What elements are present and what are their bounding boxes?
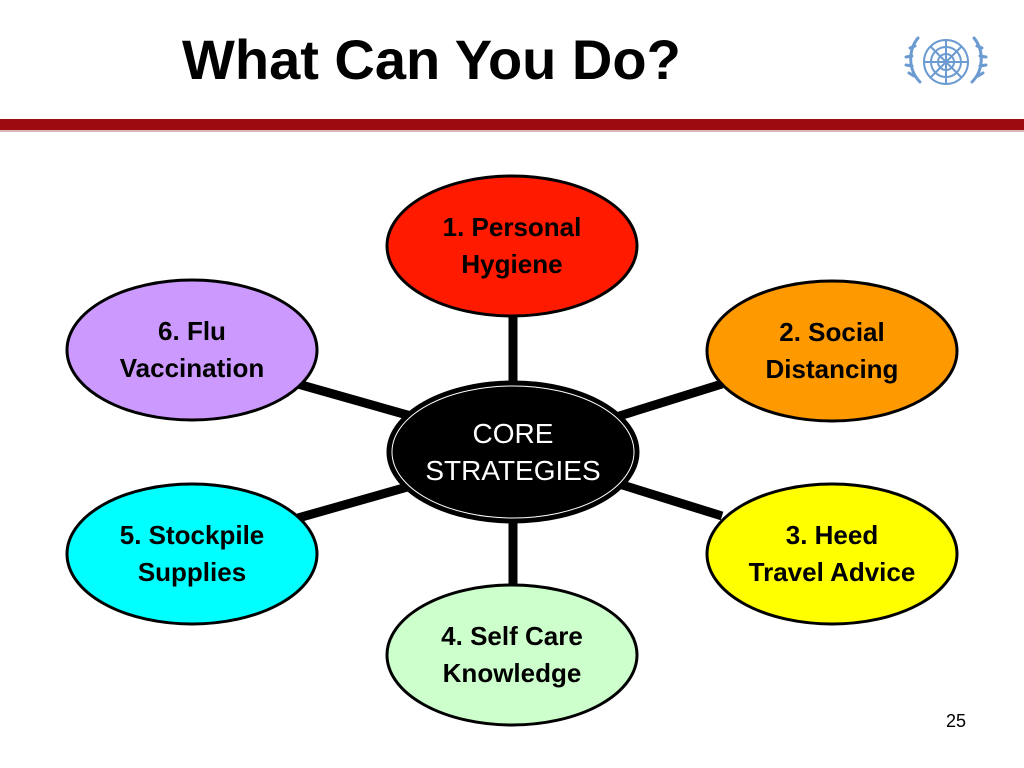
node-flu-vaccination	[65, 278, 319, 422]
node-heed-travel-advice	[705, 482, 959, 626]
un-emblem-icon	[904, 36, 988, 85]
node-self-care-knowledge	[385, 583, 639, 727]
node-personal-hygiene	[385, 174, 639, 318]
label-social-distancing: 2. Social Distancing	[765, 317, 899, 384]
node-stockpile-supplies	[65, 482, 319, 626]
label-self-care-knowledge: 4. Self Care Knowledge	[441, 621, 583, 688]
label-core-strategies: CORE STRATEGIES	[388, 402, 638, 502]
slide-title: What Can You Do?	[182, 28, 681, 91]
label-personal-hygiene: 1. Personal Hygiene	[442, 212, 582, 279]
label-core-strategies-line1: CORE	[472, 418, 554, 449]
label-heed-travel-advice: 3. Heed Travel Advice	[748, 520, 916, 587]
page-number: 25	[945, 711, 966, 731]
node-core-strategies	[386, 380, 640, 524]
spoke-flu-vaccination	[296, 379, 427, 425]
label-core-strategies-line2: STRATEGIES	[425, 455, 601, 486]
node-core-strategies-inner-ring	[391, 385, 635, 519]
label-stockpile-supplies: 5. Stockpile Supplies	[119, 520, 265, 587]
title-rule-shadow	[0, 130, 1024, 132]
title-rule	[0, 119, 1024, 130]
label-flu-vaccination: 6. Flu Vaccination	[119, 316, 265, 383]
node-social-distancing	[705, 279, 959, 423]
